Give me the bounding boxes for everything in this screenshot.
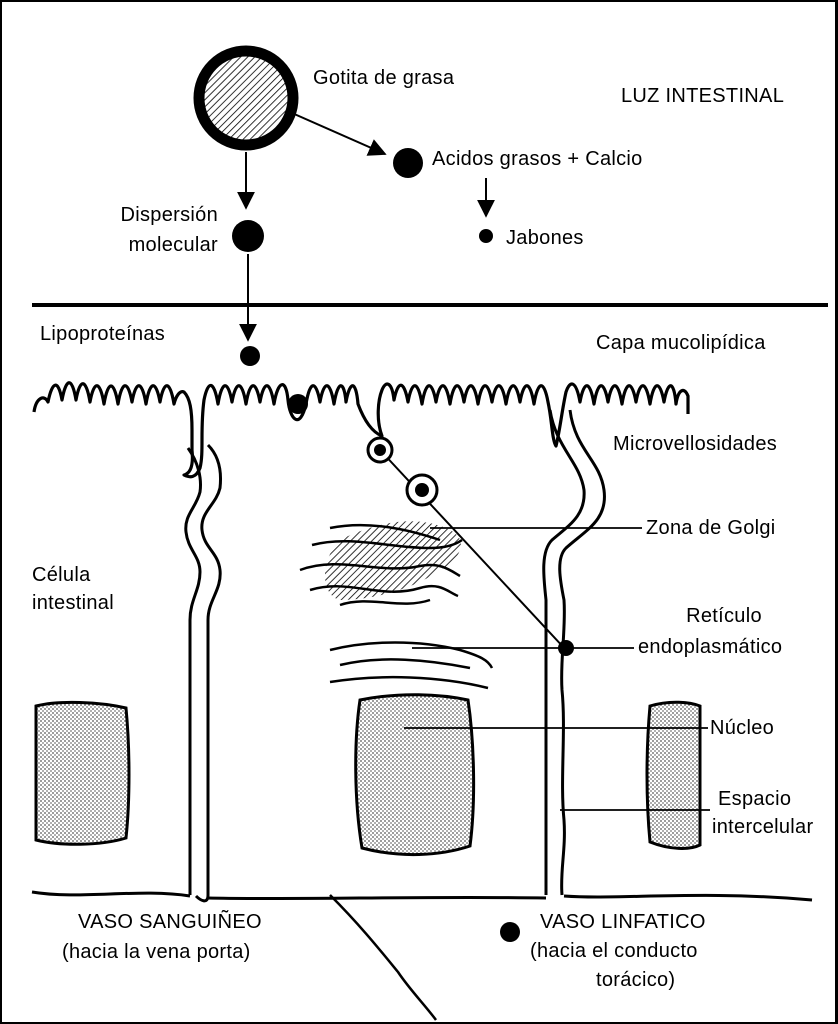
label-capa: Capa mucolipídica xyxy=(596,331,766,355)
fat-droplet xyxy=(199,51,293,145)
fatty-acid-particle xyxy=(393,148,423,178)
label-golgi: Zona de Golgi xyxy=(646,516,776,540)
basement-line xyxy=(32,892,812,900)
microvilli-border xyxy=(34,383,688,477)
label-acidos: Acidos grasos + Calcio xyxy=(432,147,643,171)
label-espacio-2: intercelular xyxy=(712,815,813,839)
nucleus xyxy=(356,695,474,855)
blood-vessel-line xyxy=(330,895,436,1020)
label-vaso-linfatico-1: VASO LINFATICO xyxy=(540,910,706,934)
label-jabones: Jabones xyxy=(506,226,584,250)
label-vaso-sanguineo-2: (hacia la vena porta) xyxy=(62,940,251,964)
soap-particle xyxy=(479,229,493,243)
label-reticulo-1: Retículo xyxy=(634,604,814,628)
label-celula-2: intestinal xyxy=(32,591,114,615)
vesicle-1-core xyxy=(374,444,386,456)
label-luz-intestinal: LUZ INTESTINAL xyxy=(621,84,784,108)
left-cell-membrane xyxy=(196,445,221,901)
golgi-zone xyxy=(300,521,462,605)
label-gotita: Gotita de grasa xyxy=(313,66,454,90)
microvillus-particle xyxy=(288,394,308,414)
dispersed-particle xyxy=(232,220,264,252)
label-celula-1: Célula xyxy=(32,563,91,587)
label-vaso-linfatico-2: (hacia el conducto xyxy=(530,939,698,963)
label-lipoproteinas: Lipoproteínas xyxy=(40,322,165,346)
label-vaso-linfatico-3: torácico) xyxy=(596,968,675,992)
label-reticulo-2: endoplasmático xyxy=(638,635,782,659)
lipoprotein-particle xyxy=(240,346,260,366)
lymph-vessel xyxy=(647,702,700,848)
vesicle-2-core xyxy=(415,483,429,497)
label-dispersion-2: molecular xyxy=(82,233,218,257)
lymph-particle xyxy=(500,922,520,942)
label-espacio-1: Espacio xyxy=(718,787,791,811)
endoplasmic-reticulum xyxy=(330,643,492,689)
label-dispersion-1: Dispersión xyxy=(82,203,218,227)
left-cell-membrane-inner xyxy=(186,448,201,895)
label-vaso-sanguineo-1: VASO SANGUIÑEO xyxy=(78,910,262,934)
arrow-to-fatty-acids xyxy=(292,113,385,154)
blood-vessel xyxy=(36,702,129,844)
label-nucleo: Núcleo xyxy=(710,716,774,740)
label-microvellosidades: Microvellosidades xyxy=(613,432,777,456)
